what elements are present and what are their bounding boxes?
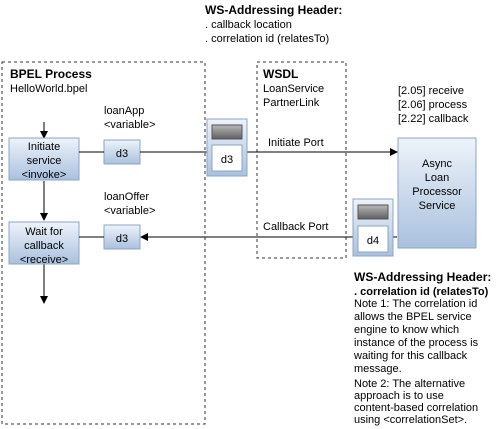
loanapp-type: <variable> — [104, 119, 155, 131]
wsdl-line1: LoanService — [263, 83, 324, 95]
ws-header-bottom-title: WS-Addressing Header: — [354, 270, 491, 284]
note1-line4: instance of the process is — [354, 337, 479, 349]
initiate-line2: service — [27, 155, 62, 167]
processor-step-receive: [2.05] receive — [398, 85, 464, 97]
ws-header-top-line2: . correlation id (relatesTo) — [205, 33, 329, 45]
ws-header-bottom-subtitle: . correlation id (relatesTo) — [354, 286, 489, 298]
initiate-line3: <invoke> — [22, 169, 67, 181]
ws-header-top-title: WS-Addressing Header: — [205, 3, 342, 17]
note2-line4: using <correlationSet>. — [354, 414, 467, 426]
message-d3-value: d3 — [221, 154, 233, 166]
loanoffer-variable-box — [103, 224, 141, 250]
initiate-port-label: Initiate Port — [268, 137, 324, 149]
processor-step-process: [2.06] process — [398, 99, 468, 111]
ws-header-top-line1: . callback location — [205, 19, 292, 31]
initiate-line1: Initiate — [28, 141, 60, 153]
message-d3-header-icon — [211, 124, 243, 140]
processor-line4: Service — [419, 200, 456, 212]
bpel-process-container — [1, 61, 206, 425]
wsdl-line2: PartnerLink — [263, 97, 320, 109]
note-2: Note 2: The alternative approach is to u… — [354, 378, 478, 426]
wait-line2: callback — [24, 240, 64, 252]
note1-line6: message. — [354, 363, 402, 375]
wait-line3: <receive> — [20, 254, 68, 266]
async-loan-processor-box: Async Loan Processor Service — [397, 137, 477, 249]
note2-line2: approach is to use — [354, 390, 444, 402]
processor-line2: Loan — [425, 172, 449, 184]
note1-line2: allows the BPEL service — [354, 311, 472, 323]
processor-line1: Async — [422, 158, 452, 170]
processor-line3: Processor — [412, 186, 462, 198]
message-d4-value: d4 — [367, 235, 379, 247]
wait-line1: Wait for — [25, 226, 63, 238]
wsdl-title: WSDL — [263, 67, 298, 81]
loanapp-value: d3 — [116, 148, 128, 160]
bpel-title: BPEL Process — [10, 67, 92, 81]
message-d4-envelope: d4 — [352, 198, 394, 257]
bpel-filename: HelloWorld.bpel — [10, 83, 87, 95]
initiate-service-box: Initiate service <invoke> — [8, 137, 80, 181]
callback-port-label: Callback Port — [263, 221, 328, 233]
wait-for-callback-box: Wait for callback <receive> — [8, 221, 80, 266]
ws-addressing-header-bottom: WS-Addressing Header: . correlation id (… — [354, 270, 491, 298]
note2-line1: Note 2: The alternative — [354, 378, 465, 390]
message-d3-envelope: d3 — [206, 118, 248, 177]
loanoffer-value: d3 — [116, 233, 128, 245]
note-1: Note 1: The correlation id allows the BP… — [353, 298, 479, 375]
ws-addressing-header-top: WS-Addressing Header: . callback locatio… — [205, 3, 342, 45]
wsdl-container — [256, 61, 347, 259]
message-d4-header-icon — [357, 204, 389, 220]
note1-line1: Note 1: The correlation id — [354, 298, 477, 310]
loanoffer-type: <variable> — [104, 205, 155, 217]
loanapp-label: loanApp — [104, 105, 144, 117]
processor-step-callback: [2.22] callback — [398, 113, 469, 125]
loanoffer-label: loanOffer — [104, 191, 149, 203]
note2-line3: content-based correlation — [354, 402, 478, 414]
note1-line5: waiting for this callback — [353, 350, 468, 362]
note1-line3: engine to know which — [354, 324, 459, 336]
